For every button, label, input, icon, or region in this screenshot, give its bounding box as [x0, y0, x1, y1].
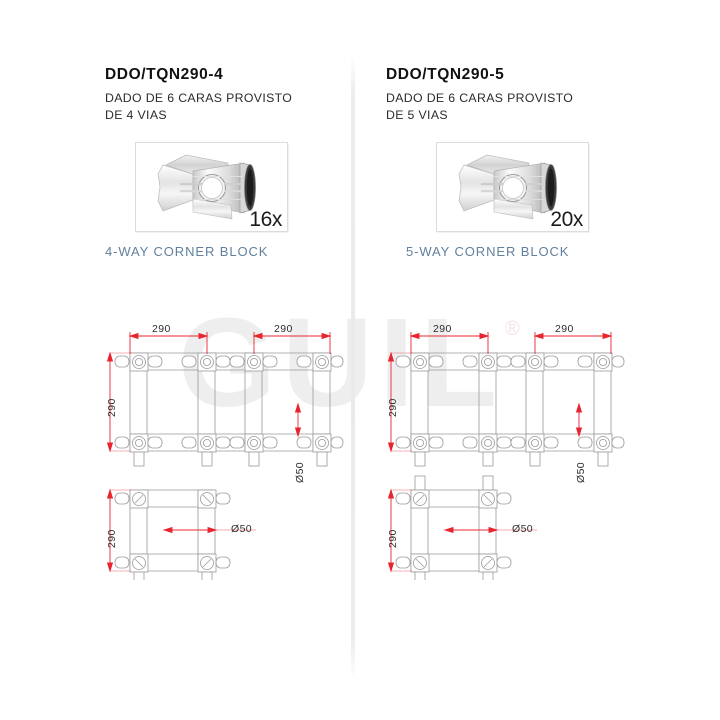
- product-description: DADO DE 6 CARAS PROVISTO DE 4 VIAS: [105, 91, 293, 122]
- dim-top-2: 290: [274, 323, 293, 335]
- product-description: DADO DE 6 CARAS PROVISTO DE 5 VIAS: [386, 91, 574, 122]
- product-photo-5way[interactable]: 20x: [436, 142, 589, 232]
- drawing-canvas-5way: [387, 332, 625, 585]
- registered-trademark-icon: ®: [505, 318, 520, 340]
- dim-top-1: 290: [433, 323, 452, 335]
- dim-diameter-elevation: Ø50: [294, 461, 306, 483]
- quantity-badge: 20x: [550, 208, 583, 231]
- product-photo-4way[interactable]: 16x: [135, 142, 288, 232]
- corner-block-illustration: [157, 154, 256, 220]
- corner-block-illustration: [458, 154, 557, 220]
- product-caption: 4-WAY CORNER BLOCK: [105, 244, 269, 259]
- dim-diameter-elevation: Ø50: [575, 461, 587, 483]
- product-block-5way: DDO/TQN290-5 DADO DE 6 CARAS PROVISTO DE…: [386, 66, 666, 259]
- dim-top-2: 290: [555, 323, 574, 335]
- dim-height-plan: 290: [387, 529, 399, 548]
- technical-drawing-5way: 290 290 290 Ø50 290 Ø50: [379, 318, 625, 585]
- dim-top-1: 290: [152, 323, 171, 335]
- quantity-badge: 16x: [249, 208, 282, 231]
- product-code: DDO/TQN290-4: [105, 66, 224, 83]
- product-code: DDO/TQN290-5: [386, 66, 505, 83]
- technical-drawing-4way: 290 290 290 Ø50 290 Ø50: [98, 318, 344, 585]
- dim-diameter-plan: Ø50: [512, 523, 534, 535]
- dim-height-elevation: 290: [387, 398, 399, 417]
- product-caption: 5-WAY CORNER BLOCK: [406, 244, 570, 259]
- dim-diameter-plan: Ø50: [231, 523, 253, 535]
- dim-height-plan: 290: [106, 529, 118, 548]
- drawing-canvas-4way: [106, 332, 344, 585]
- column-divider: [351, 55, 355, 680]
- dim-height-elevation: 290: [106, 398, 118, 417]
- product-block-4way: DDO/TQN290-4 DADO DE 6 CARAS PROVISTO DE…: [105, 66, 385, 259]
